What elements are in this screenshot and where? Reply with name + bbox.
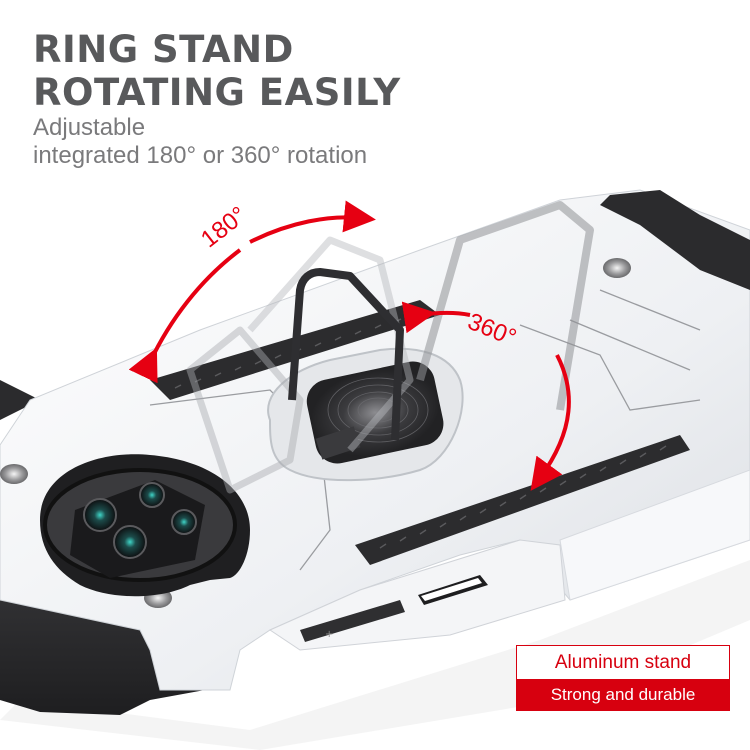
- camera-lens: [171, 509, 197, 535]
- case-bumper: [0, 380, 40, 420]
- headline-line-2: ROTATING EASILY: [33, 71, 401, 114]
- headline: RING STAND ROTATING EASILY: [33, 28, 401, 114]
- ring-holder: [267, 347, 464, 482]
- camera-module: [40, 454, 250, 597]
- ring-loop-ghost: [247, 236, 414, 453]
- feature-title: Aluminum stand: [517, 646, 729, 679]
- headline-line-1: RING STAND: [33, 28, 294, 71]
- volume-plus-glyph: +: [325, 629, 333, 640]
- volume-button: [300, 600, 405, 642]
- ring-loop-ghost: [186, 326, 304, 494]
- ring-loop-main: [288, 268, 404, 441]
- camera-lens: [113, 525, 147, 559]
- feature-subtitle: Strong and durable: [517, 679, 729, 711]
- screw-disc: [603, 258, 631, 278]
- feature-callout: Aluminum stand Strong and durable: [516, 645, 730, 711]
- subheadline-line-1: Adjustable: [33, 114, 146, 141]
- ring-loop-ghost: [416, 201, 594, 411]
- subheadline: Adjustable integrated 180° or 360° rotat…: [33, 114, 367, 170]
- subheadline-line-2: integrated 180° or 360° rotation: [33, 142, 368, 169]
- screw-disc: [0, 464, 28, 484]
- camera-lens: [83, 498, 117, 532]
- camera-lens: [139, 482, 165, 508]
- arrow-360: [401, 301, 471, 334]
- arrow-180: [128, 248, 242, 384]
